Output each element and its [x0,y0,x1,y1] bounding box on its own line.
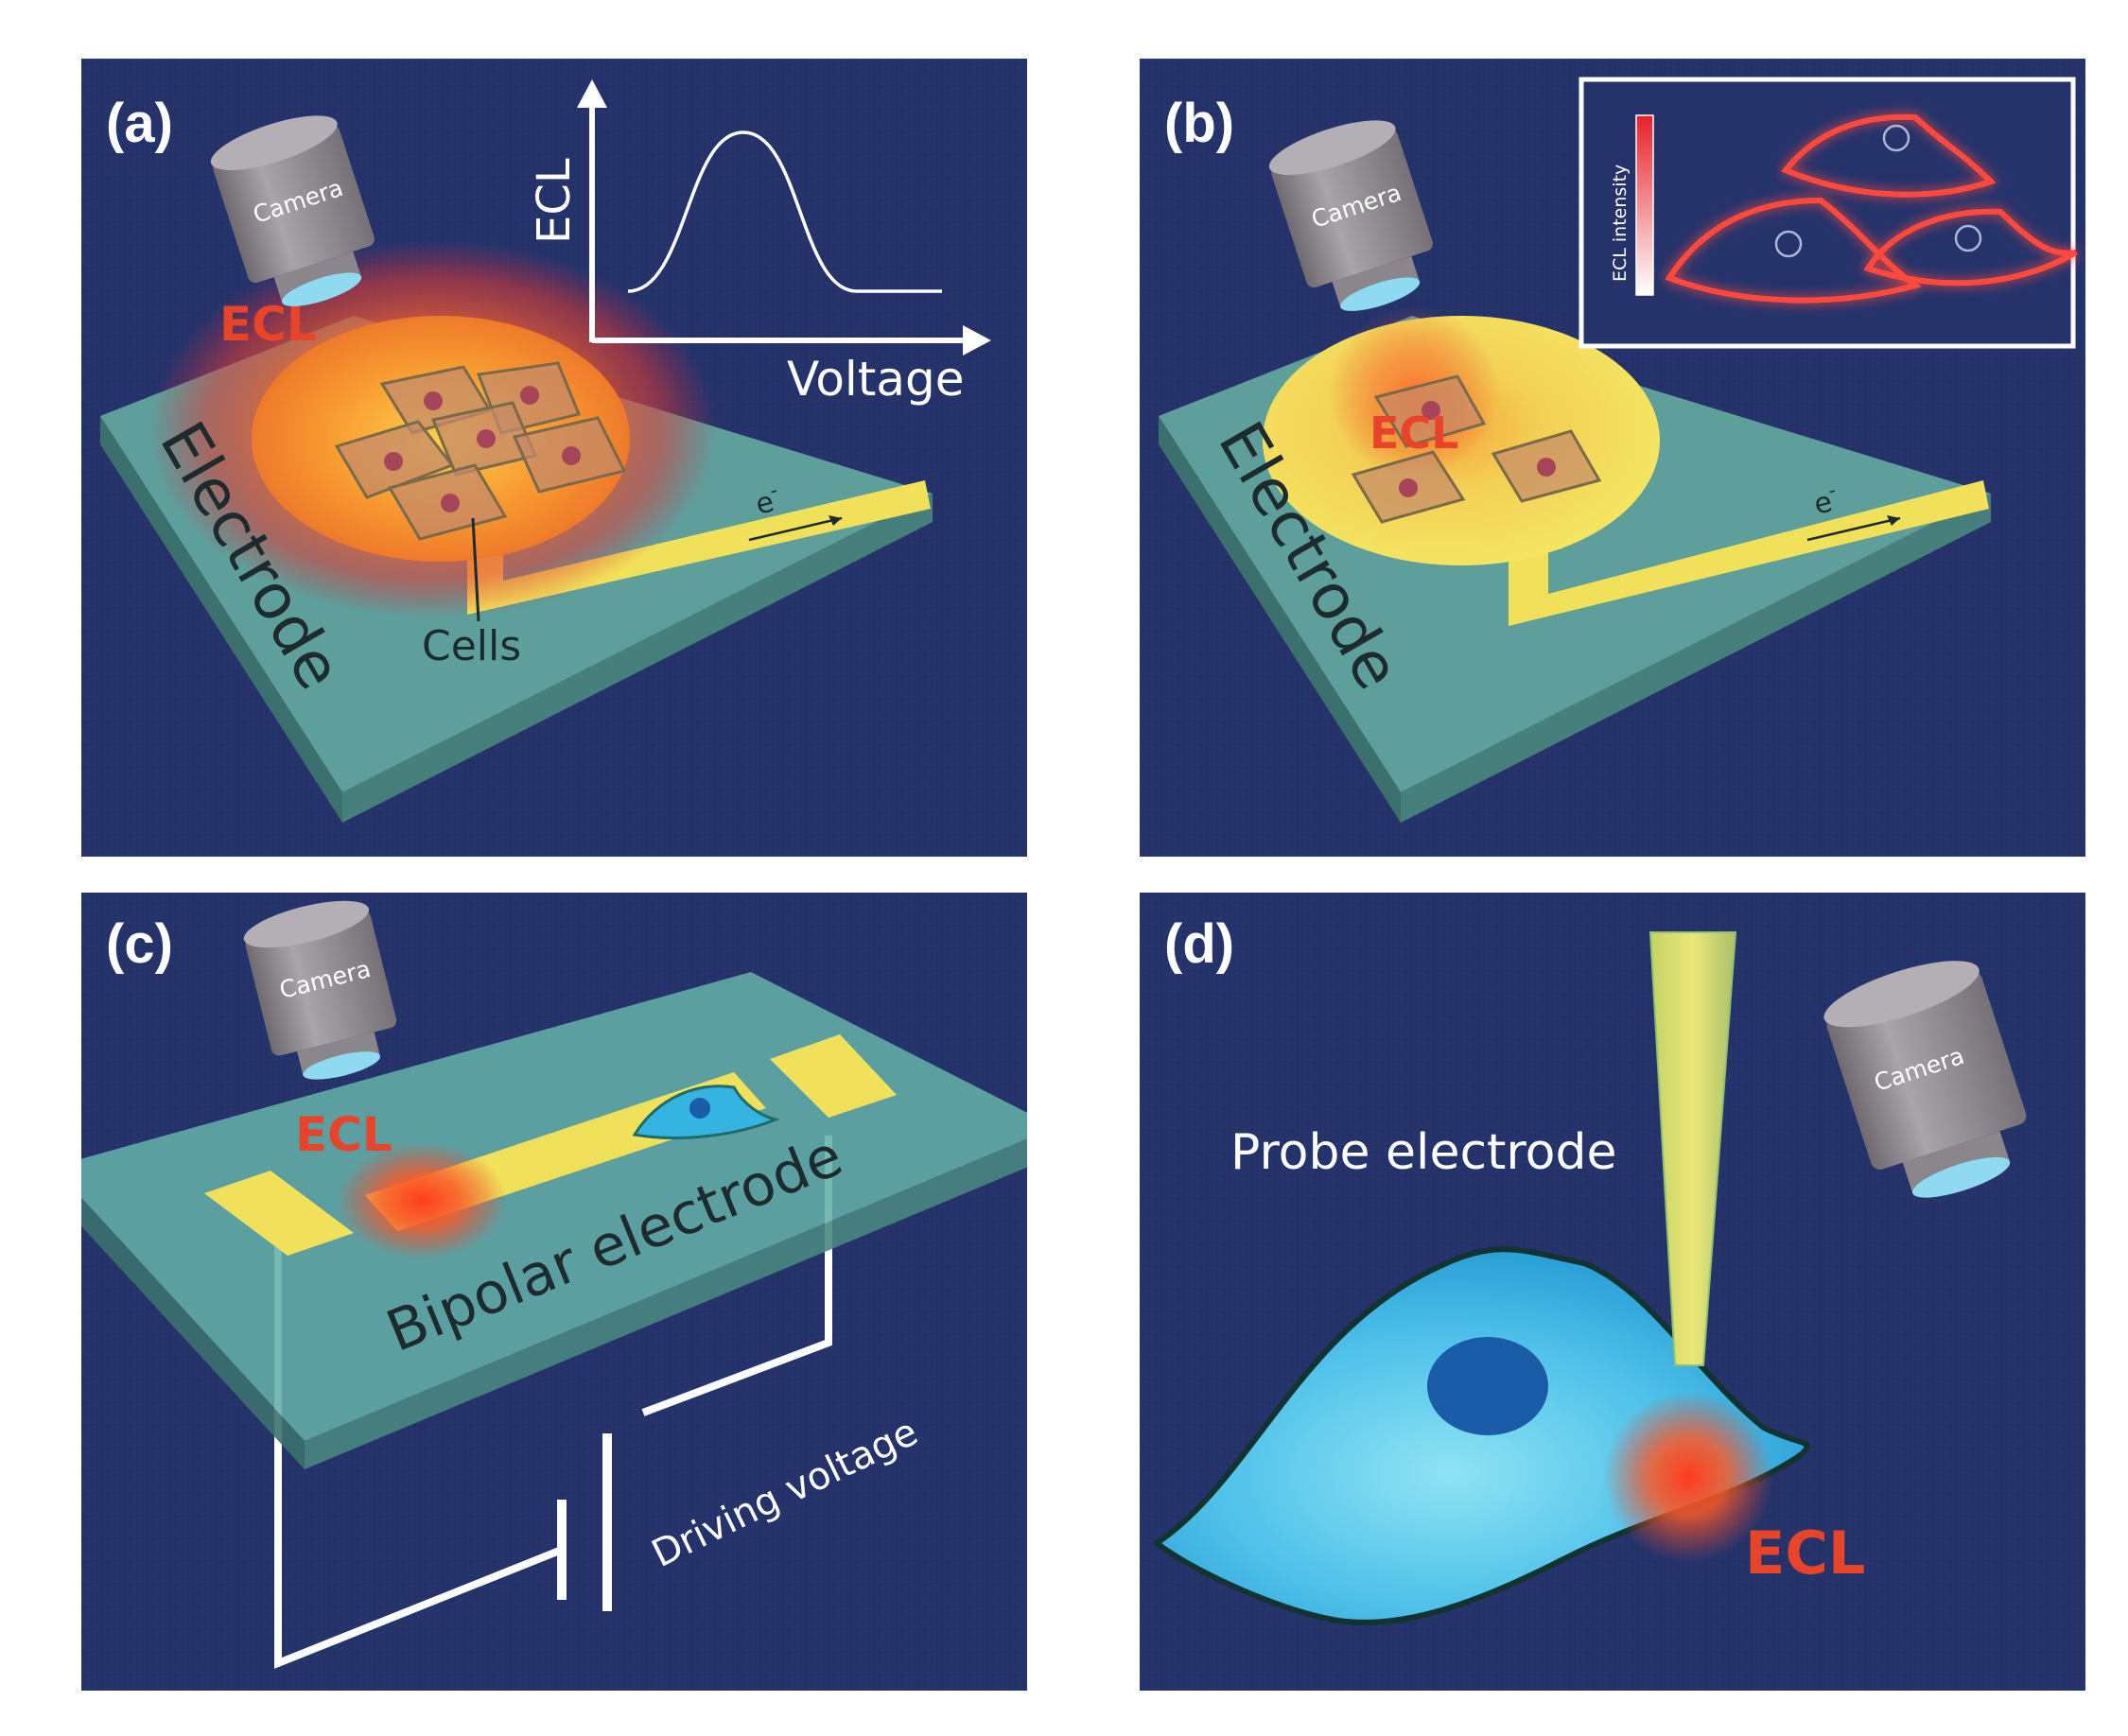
panel-a: (a) Cells Electrode e - ECL [81,59,1027,857]
cells-pointer [471,517,480,622]
ecl-label: ECL [1745,1519,1865,1588]
nucleus-outline [1774,230,1803,258]
ecl-cell-outline [1665,197,1922,304]
intensity-scale-bar [1635,114,1654,296]
camera-icon: Camera [1268,120,1433,311]
probe-electrode [1648,931,1737,1366]
graph-x-axis-label: Voltage [787,352,965,407]
feeder-pad [204,1171,354,1256]
gold-lead [1509,480,1989,626]
cells-label: Cells [422,622,521,670]
ecl-cell-outline [1863,208,2078,286]
ecl-label: ECL [1369,408,1459,459]
nucleus-outline [1954,224,1982,252]
graph-y-axis-label: ECL [528,158,581,244]
ecl-voltage-graph: ECL Voltage [528,79,991,407]
panel-c: (c) ECL Bipolar electrode Driving voltag… [81,893,1027,1691]
panel-b-label: (b) [1164,93,1234,154]
cell-nuclei [384,386,581,512]
cell [1151,1246,1810,1625]
battery-icon [557,1433,612,1611]
ecl-label: ECL [219,297,317,352]
camera-icon: Camera [243,900,397,1080]
ecl-peak-curve [627,130,942,293]
panel-a-label: (a) [106,93,173,154]
bipolar-slab [81,972,1027,1469]
ecl-cell-outline [1781,113,1997,198]
probe-electrode-label: Probe electrode [1230,1124,1616,1181]
camera-icon: Camera [210,115,375,306]
ecl-glow [1603,1392,1773,1562]
nucleus [1427,1337,1548,1435]
ecl-glow [337,1142,507,1259]
panel-c-label: (c) [106,913,173,975]
cell [632,1085,780,1139]
feeder-pad [770,1034,897,1118]
camera-icon: Camera [1823,961,2027,1198]
nucleus-outline [1882,124,1910,152]
panel-b: (b) ECL Electrode e - Camera ECL intensi [1140,59,2085,857]
intensity-scale-label: ECL intensity [1610,165,1631,282]
cell-nuclei [1399,401,1556,497]
panel-d-label: (d) [1164,913,1234,975]
panel-d: (d) Probe electrode ECL Camera [1140,893,2085,1691]
ecl-label: ECL [295,1107,392,1162]
ecl-image-inset: ECL intensity [1579,77,2078,349]
